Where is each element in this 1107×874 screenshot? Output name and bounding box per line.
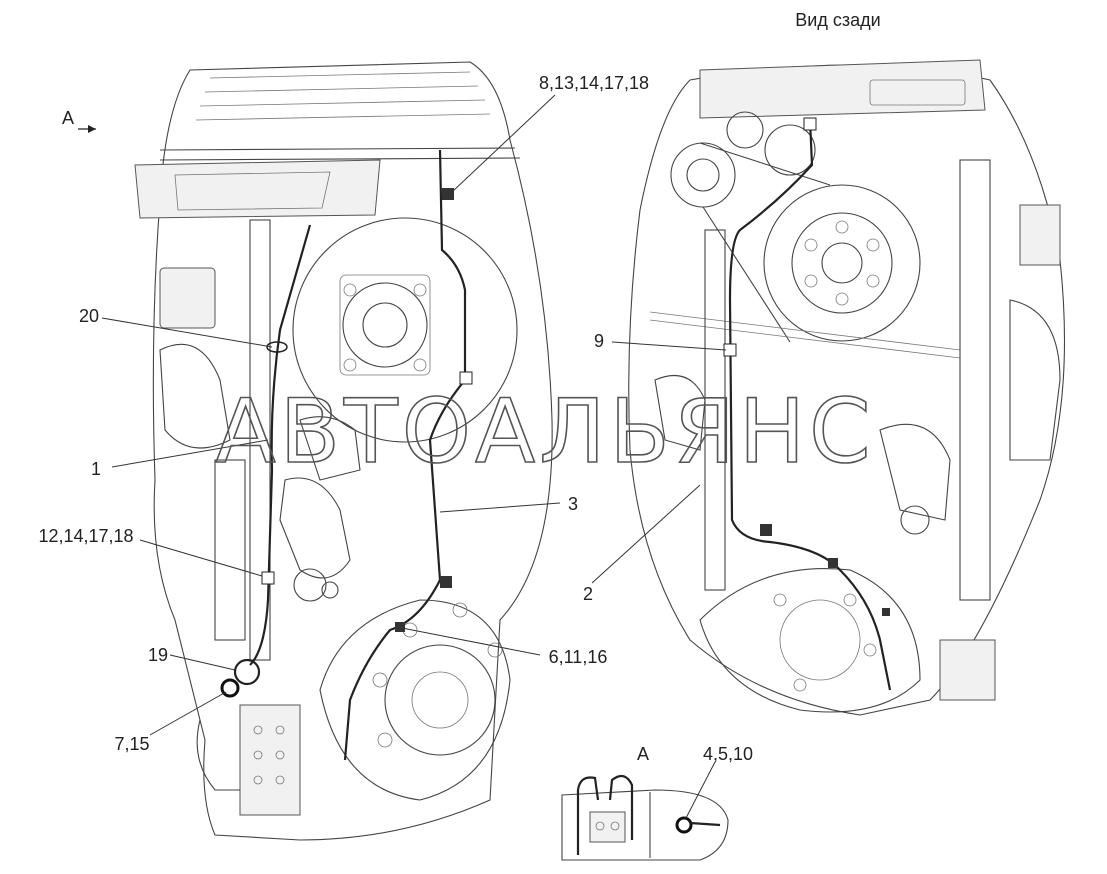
detail-a-outline <box>561 789 729 861</box>
left-view-outline <box>152 61 553 841</box>
callout-19: 19 <box>148 645 168 665</box>
rear-view-title: Вид сзади <box>795 10 880 30</box>
callout-1: 1 <box>91 459 101 479</box>
left-view <box>78 61 553 841</box>
labels: Вид сзади А А 8,13,14,17,18 20 9 1 3 12,… <box>38 10 880 764</box>
callout-20: 20 <box>79 306 99 326</box>
hose-2 <box>728 119 892 691</box>
hose-1 <box>249 224 312 666</box>
callout-4-5-10: 4,5,10 <box>703 744 753 764</box>
arrow-a-head <box>88 125 96 133</box>
detail-a-view <box>561 774 729 861</box>
callout-9: 9 <box>594 331 604 351</box>
detail-a-eye <box>675 816 693 834</box>
left-bottom-block <box>239 704 301 816</box>
callout-3: 3 <box>568 494 578 514</box>
callout-2: 2 <box>583 584 593 604</box>
leader-lines <box>101 94 727 819</box>
arrow-a-label: А <box>62 108 74 128</box>
right-view <box>628 59 1066 716</box>
watermark-text: АВТОАЛЬЯНС <box>215 380 874 483</box>
upper-housing <box>134 159 381 219</box>
callout-12-14-17-18: 12,14,17,18 <box>38 526 133 546</box>
detail-a-label: А <box>637 744 649 764</box>
callout-7-15: 7,15 <box>114 734 149 754</box>
left-drive-disc <box>292 217 518 443</box>
callout-8-13-14-17-18: 8,13,14,17,18 <box>539 73 649 93</box>
callout-6-11-16: 6,11,16 <box>549 647 608 667</box>
right-flywheel <box>763 184 921 342</box>
